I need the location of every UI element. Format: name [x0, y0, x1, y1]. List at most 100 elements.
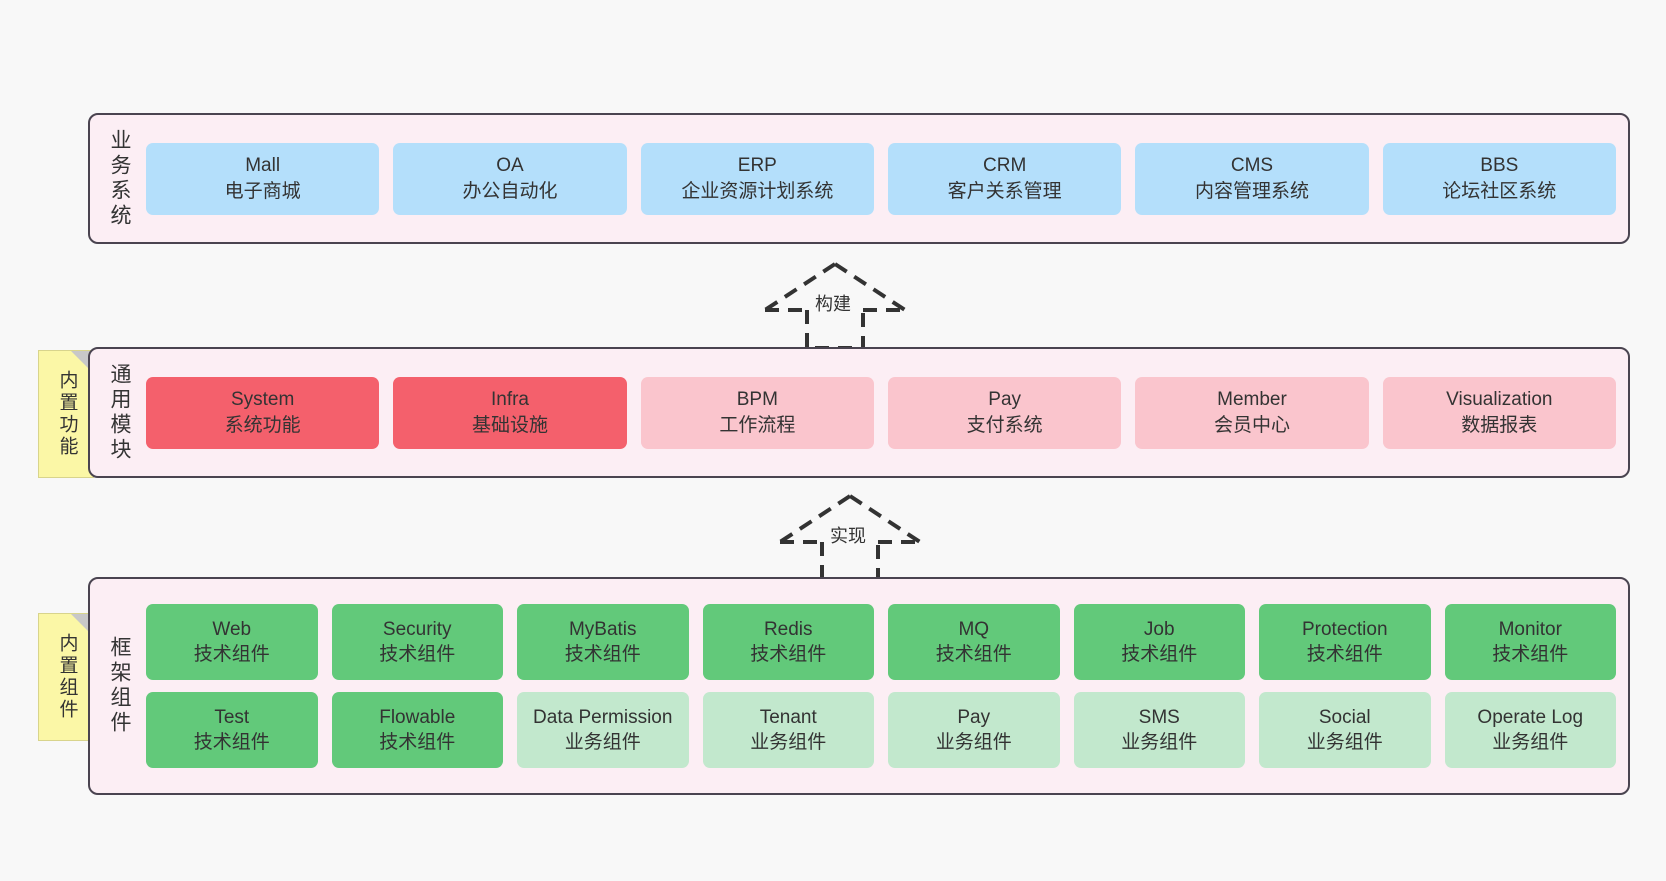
card-cms[interactable]: CMS 内容管理系统: [1135, 142, 1369, 215]
card-subtitle: 数据报表: [1461, 414, 1538, 436]
card-test[interactable]: Test 技术组件: [146, 692, 318, 768]
card-title: CMS: [1230, 155, 1274, 177]
card-infra[interactable]: Infra 基础设施: [393, 376, 627, 449]
card-subtitle: 业务组件: [935, 732, 1012, 753]
card-title: Mall: [245, 155, 281, 177]
card-subtitle: 技术组件: [1121, 644, 1198, 665]
connector-build: 构建: [755, 258, 915, 350]
business-card-row: Mall 电子商城 OA 办公自动化 ERP 企业资源计划系统 CRM 客户关系…: [146, 142, 1616, 215]
card-oa[interactable]: OA 办公自动化: [393, 142, 627, 215]
connector-implement: 实现: [770, 490, 930, 582]
card-title: BBS: [1480, 155, 1519, 177]
connector-implement-label: 实现: [830, 526, 866, 546]
card-web[interactable]: Web 技术组件: [146, 604, 318, 680]
card-pay[interactable]: Pay 支付系统: [887, 376, 1122, 449]
note-builtin-components: 内置组件: [38, 613, 94, 741]
card-redis[interactable]: Redis 技术组件: [702, 604, 874, 680]
dashed-hollow-arrow-up-icon: [778, 494, 922, 582]
card-title: OA: [496, 155, 524, 177]
card-title: CRM: [983, 155, 1027, 177]
section-business-title: 业务系统: [108, 128, 132, 229]
card-subtitle: 技术组件: [1306, 644, 1383, 665]
card-title: Data Permission: [533, 706, 673, 728]
card-title: Pay: [988, 389, 1022, 411]
card-subtitle: 业务组件: [750, 732, 827, 753]
card-subtitle: 业务组件: [1121, 732, 1198, 753]
card-title: Visualization: [1446, 389, 1553, 411]
section-common-title: 通用模块: [108, 362, 132, 463]
card-member[interactable]: Member 会员中心: [1135, 376, 1369, 449]
card-security[interactable]: Security 技术组件: [331, 604, 503, 680]
card-system[interactable]: System 系统功能: [146, 376, 380, 449]
card-job[interactable]: Job 技术组件: [1073, 604, 1245, 680]
card-visualization[interactable]: Visualization 数据报表: [1382, 376, 1616, 449]
card-title: Social: [1318, 706, 1371, 728]
section-framework-title: 框架组件: [108, 636, 132, 736]
card-title: Security: [382, 618, 452, 640]
card-subtitle: 办公自动化: [462, 180, 558, 202]
card-subtitle: 企业资源计划系统: [681, 180, 834, 202]
card-subtitle: 内容管理系统: [1194, 180, 1309, 202]
card-monitor[interactable]: Monitor 技术组件: [1444, 604, 1616, 680]
section-business-system: 业务系统 Mall 电子商城 OA 办公自动化 ERP 企业资源计划系统 CRM…: [88, 113, 1630, 244]
card-operate-log[interactable]: Operate Log 业务组件: [1444, 692, 1616, 768]
card-title: Job: [1143, 618, 1175, 640]
card-subtitle: 技术组件: [935, 644, 1012, 665]
card-erp[interactable]: ERP 企业资源计划系统: [640, 142, 874, 215]
card-subtitle: 客户关系管理: [947, 180, 1062, 202]
card-subtitle: 论坛社区系统: [1442, 180, 1557, 202]
section-framework-component: 框架组件 Web 技术组件 Security 技术组件 MyBatis 技术组件…: [88, 577, 1630, 795]
card-title: System: [230, 389, 295, 411]
card-subtitle: 技术组件: [193, 732, 270, 753]
card-subtitle: 技术组件: [193, 644, 270, 665]
card-title: BPM: [736, 389, 778, 411]
card-title: Member: [1217, 389, 1287, 411]
card-title: Infra: [490, 389, 529, 411]
framework-card-row-tech: Web 技术组件 Security 技术组件 MyBatis 技术组件 Redi…: [146, 604, 1616, 680]
note-label: 内置功能: [56, 370, 78, 458]
note-label: 内置组件: [56, 633, 78, 721]
card-title: Pay: [957, 706, 991, 728]
card-subtitle: 系统功能: [224, 414, 301, 436]
card-subtitle: 支付系统: [966, 414, 1043, 436]
card-protection[interactable]: Protection 技术组件: [1259, 604, 1431, 680]
card-title: Protection: [1301, 618, 1388, 640]
connector-build-label: 构建: [815, 294, 851, 314]
card-data-permission[interactable]: Data Permission 业务组件: [517, 692, 689, 768]
dashed-hollow-arrow-up-icon: [763, 262, 907, 350]
card-title: Redis: [763, 618, 813, 640]
card-subtitle: 业务组件: [564, 732, 641, 753]
business-card-list: Mall 电子商城 OA 办公自动化 ERP 企业资源计划系统 CRM 客户关系…: [136, 125, 1616, 232]
card-title: MQ: [958, 618, 990, 640]
card-title: Operate Log: [1477, 706, 1584, 728]
card-title: Tenant: [759, 706, 817, 728]
card-subtitle: 会员中心: [1213, 414, 1290, 436]
card-title: Flowable: [379, 706, 456, 728]
card-flowable[interactable]: Flowable 技术组件: [331, 692, 503, 768]
common-card-list: System 系统功能 Infra 基础设施 BPM 工作流程 Pay 支付系统…: [136, 359, 1616, 466]
card-subtitle: 业务组件: [1306, 732, 1383, 753]
card-pay-business[interactable]: Pay 业务组件: [888, 692, 1060, 768]
card-mybatis[interactable]: MyBatis 技术组件: [517, 604, 689, 680]
card-bpm[interactable]: BPM 工作流程: [640, 376, 874, 449]
card-mq[interactable]: MQ 技术组件: [888, 604, 1060, 680]
framework-card-list: Web 技术组件 Security 技术组件 MyBatis 技术组件 Redi…: [136, 589, 1616, 783]
card-title: MyBatis: [568, 618, 637, 640]
card-subtitle: 工作流程: [719, 414, 796, 436]
card-crm[interactable]: CRM 客户关系管理: [887, 142, 1122, 215]
card-mall[interactable]: Mall 电子商城: [146, 142, 380, 215]
note-builtin-features: 内置功能: [38, 350, 94, 478]
framework-card-row-business: Test 技术组件 Flowable 技术组件 Data Permission …: [146, 692, 1616, 768]
card-social[interactable]: Social 业务组件: [1259, 692, 1431, 768]
card-subtitle: 技术组件: [750, 644, 827, 665]
card-subtitle: 基础设施: [471, 414, 548, 436]
card-sms[interactable]: SMS 业务组件: [1073, 692, 1245, 768]
card-title: ERP: [737, 155, 777, 177]
card-bbs[interactable]: BBS 论坛社区系统: [1382, 142, 1616, 215]
card-subtitle: 技术组件: [1492, 644, 1569, 665]
common-card-row: System 系统功能 Infra 基础设施 BPM 工作流程 Pay 支付系统…: [146, 376, 1616, 449]
card-tenant[interactable]: Tenant 业务组件: [702, 692, 874, 768]
card-subtitle: 技术组件: [564, 644, 641, 665]
card-subtitle: 技术组件: [379, 732, 456, 753]
